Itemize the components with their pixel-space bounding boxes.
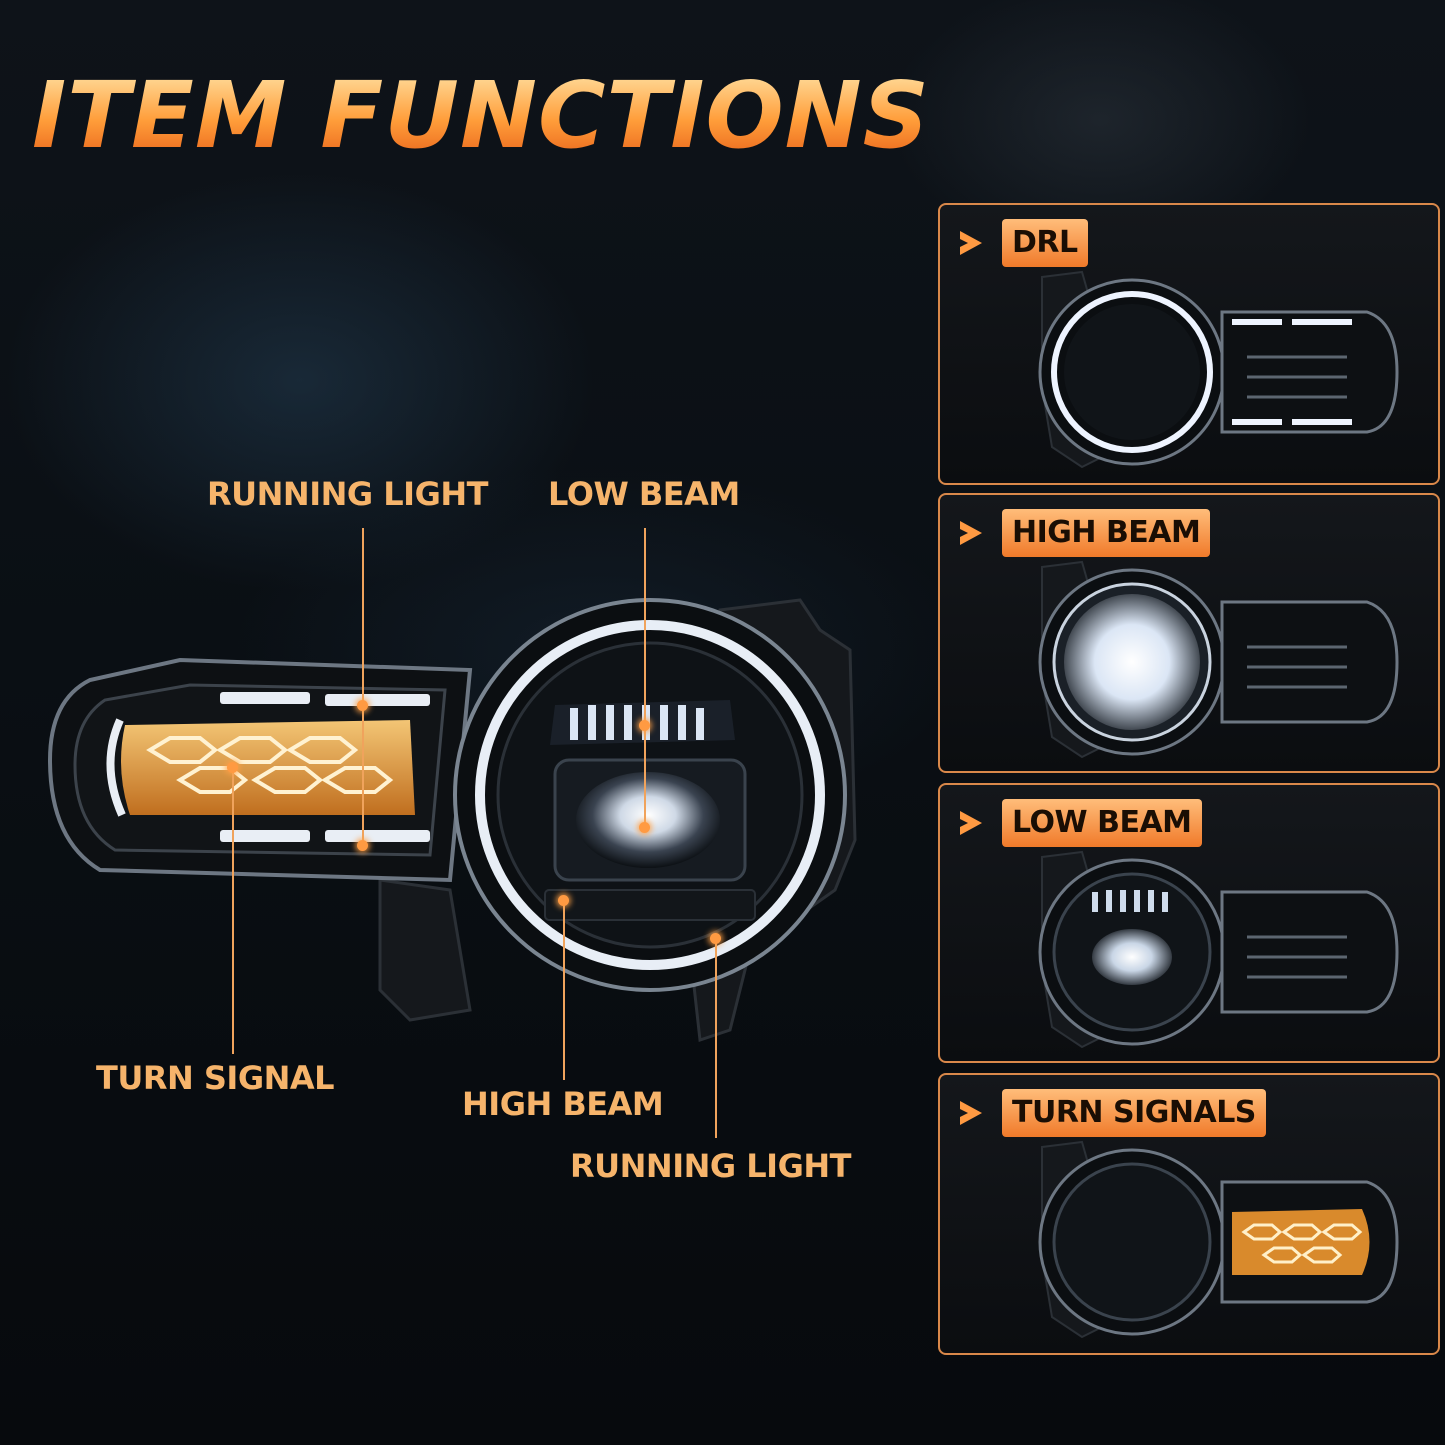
panel-low-beam-label: LOW BEAM [1002,799,1202,847]
arrow-right-icon [960,521,982,545]
headlight-main-image [47,598,857,1043]
label-running-light-top: RUNNING LIGHT [207,475,488,513]
label-turn-signal: TURN SIGNAL [96,1059,335,1097]
panel-turn-signals: TURN SIGNALS [938,1073,1440,1355]
leader-line-running-light-top [362,528,364,846]
panel-turn-signals-label: TURN SIGNALS [1002,1089,1266,1137]
leader-line-high-beam [563,900,565,1080]
callout-dot-high-beam [558,895,569,906]
headlight-low-beam-image [1038,850,1399,1049]
headlight-turn-signals-image [1038,1140,1399,1339]
label-high-beam: HIGH BEAM [462,1085,664,1123]
panel-drl-label: DRL [1002,219,1088,267]
callout-dot-turn-signal [227,762,238,773]
leader-line-running-light-bottom [715,938,717,1138]
page-title: ITEM FUNCTIONS [32,62,930,169]
arrow-right-icon [960,1101,982,1125]
arrow-right-icon [960,811,982,835]
callout-dot-running-light-bottom [710,933,721,944]
callout-dot-low-beam-1 [639,720,650,731]
panel-drl: DRL [938,203,1440,485]
label-running-light-bottom: RUNNING LIGHT [570,1147,851,1185]
label-low-beam: LOW BEAM [548,475,740,513]
callout-dot-running-light-top-2 [357,840,368,851]
arrow-right-icon [960,231,982,255]
panel-high-beam: HIGH BEAM [938,493,1440,773]
panel-low-beam: LOW BEAM [938,783,1440,1063]
panel-high-beam-label: HIGH BEAM [1002,509,1211,557]
headlight-drl-image [1038,270,1399,469]
leader-line-low-beam [644,528,646,828]
leader-line-turn-signal [232,768,234,1054]
headlight-high-beam-image [1038,560,1399,759]
callout-dot-low-beam-2 [639,822,650,833]
callout-dot-running-light-top-1 [357,700,368,711]
